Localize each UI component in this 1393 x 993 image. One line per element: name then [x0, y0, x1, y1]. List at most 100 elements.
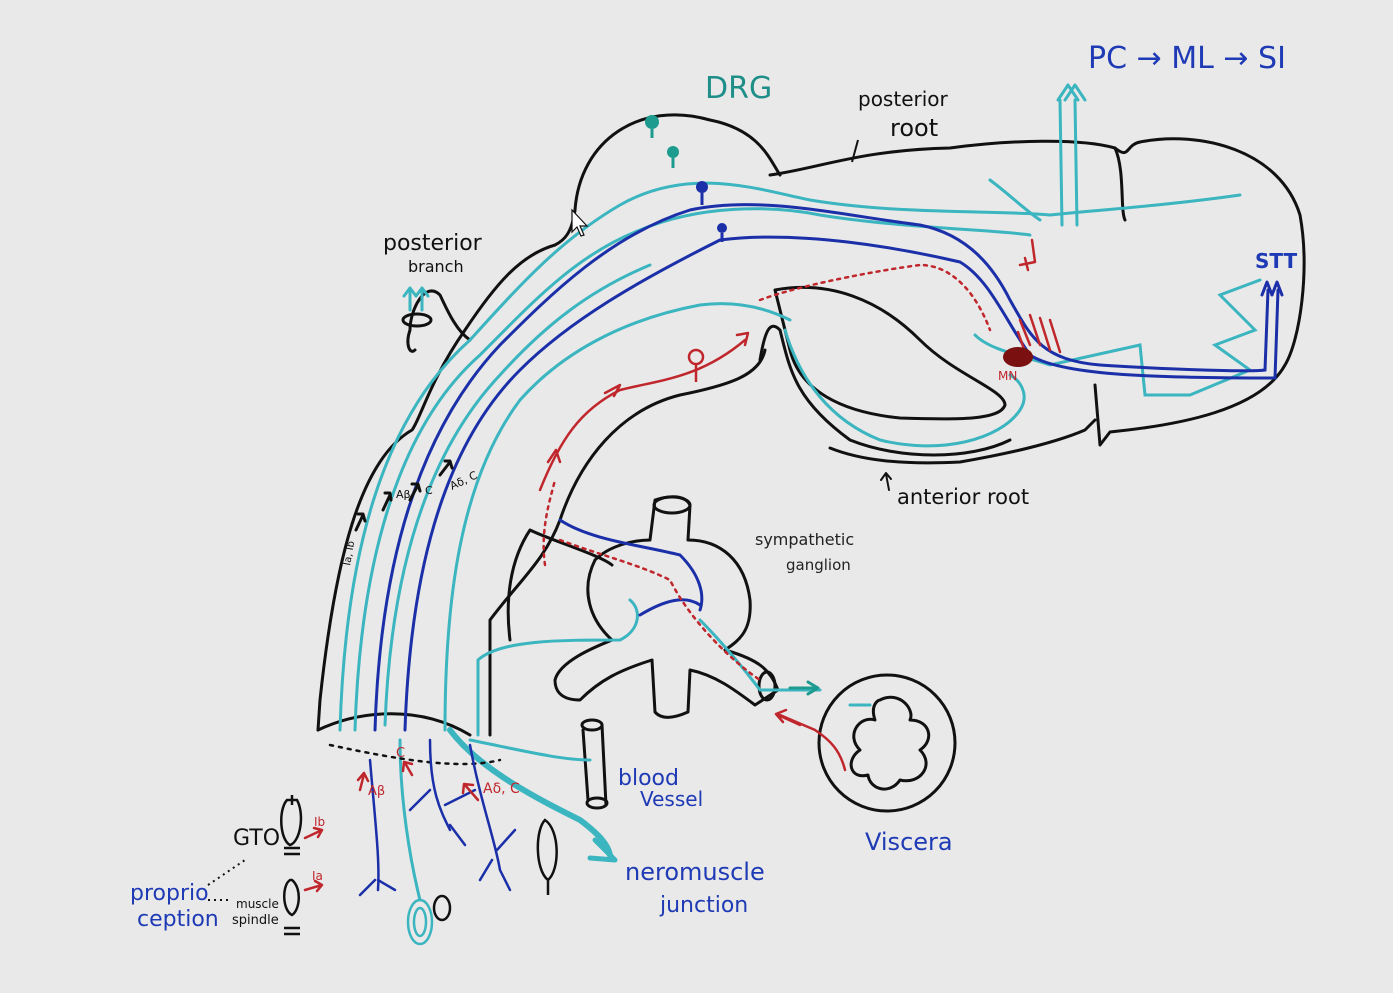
adc-bottom-arrow: [461, 782, 480, 802]
label-gto: GTO: [233, 826, 280, 851]
nmj-arrow-head: [587, 837, 618, 863]
blood-vessel-outline: [581, 723, 608, 807]
spinal-cord-outline: [768, 137, 1306, 465]
label-c-top: C: [425, 484, 433, 497]
posterior-branch-arrows: [402, 286, 430, 312]
drg-outline: [573, 113, 782, 212]
label-viscera: Viscera: [865, 828, 953, 856]
label-posterior-branch-2: branch: [408, 257, 464, 276]
cell-bodies: [645, 115, 1033, 382]
lower-loop-outline: [506, 528, 614, 642]
terminal-branch-3: [358, 758, 397, 897]
text-labels: PC → ML → SI DRG posterior root posterio…: [130, 41, 1298, 932]
red-dotted-top: [758, 263, 992, 332]
pacinian-inner: [412, 906, 428, 938]
teal-ganglion-fiber: [476, 598, 639, 737]
ia-arrow: [303, 879, 324, 893]
red-arrow-small-2: [546, 448, 562, 464]
label-nmj-1: neromuscle: [625, 858, 765, 886]
anterior-root-outline: [773, 285, 1007, 421]
label-ia: Ia: [312, 869, 323, 883]
label-posterior-root-2: root: [890, 114, 938, 142]
viscera-outline: [817, 673, 957, 813]
ia-ib-arrow-up: [354, 512, 367, 532]
blue-sympathetic-fiber: [558, 518, 704, 612]
label-blood-2: Vessel: [640, 787, 703, 811]
ab-bottom-arrow: [356, 771, 370, 792]
arrows: [303, 83, 1284, 893]
label-ab-bottom: Aβ: [368, 784, 385, 799]
pc-arrow-head: [1056, 83, 1087, 102]
abeta-arrow-up: [381, 491, 393, 512]
teal-fiber-2: [353, 207, 1032, 732]
red-dotted-2: [558, 538, 762, 682]
red-pc-terminal: [1018, 238, 1037, 272]
posterior-root-pointer: [851, 139, 859, 163]
label-ib: Ib: [314, 815, 325, 829]
muscle-spindle-receptor: [283, 878, 300, 936]
teal-anterior-fiber: [783, 328, 1026, 448]
drg-cell-teal-2: [667, 146, 679, 158]
drg-cell-red: [687, 348, 705, 366]
label-anterior-root: anterior root: [897, 485, 1029, 509]
sympathetic-ganglion-top: [652, 495, 692, 515]
c-arrow-up: [408, 482, 422, 502]
meissner-corpuscle: [432, 894, 452, 922]
teal-fiber-3: [383, 263, 652, 727]
terminal-branch-2: [468, 743, 517, 892]
anterior-root-path: [758, 324, 1012, 457]
label-stt: STT: [1255, 249, 1298, 273]
nerve-outer-contour: [316, 208, 577, 732]
label-ab-top: Aβ: [396, 488, 411, 501]
nerve-terminals: [358, 738, 517, 897]
label-nmj-2: junction: [659, 893, 748, 918]
label-ception: ception: [137, 907, 219, 932]
drg-cell-teal-1: [645, 115, 659, 129]
teal-fiber-1: [338, 181, 1052, 732]
label-proprio: proprio: [130, 881, 209, 906]
red-efferent-1: [538, 338, 747, 492]
label-spindle: spindle: [232, 913, 279, 928]
teal-fiber-top-branch: [988, 178, 1242, 222]
blood-vessel-top: [580, 718, 604, 732]
spinal-cord-midline: [1113, 146, 1127, 222]
label-sympathetic-2: ganglion: [786, 556, 851, 574]
teal-bv-fiber: [468, 738, 592, 762]
posterior-branch-outline: [406, 289, 472, 353]
sympathetic-ganglion-outline: [553, 495, 780, 719]
gto-receptor: [280, 795, 303, 856]
anterior-root-pointer: [880, 472, 892, 491]
ib-arrow: [303, 826, 324, 840]
teal-skin-fiber: [398, 738, 422, 902]
terminal-branch-1: [408, 738, 477, 847]
red-fibers: [328, 238, 1062, 772]
blood-vessel-bottom: [585, 796, 609, 810]
label-posterior-root-1: posterior: [858, 87, 949, 111]
teal-viscera-fiber: [778, 688, 872, 707]
label-blood-1: blood: [618, 766, 679, 791]
label-pathway-top: PC → ML → SI: [1088, 41, 1286, 76]
adc-arrow-up: [438, 459, 454, 477]
label-mn: MN: [998, 369, 1017, 383]
label-muscle: muscle: [236, 897, 279, 911]
viscera-teal-arrow: [788, 680, 820, 696]
viscera-lumen: [849, 696, 931, 791]
teal-fibers: [338, 98, 1262, 902]
drg-cell-navy-2: [717, 223, 727, 233]
red-dotted-bottom: [328, 743, 502, 766]
label-ia-ib-top: Ia, Ib: [342, 540, 357, 566]
pacinian-corpuscle: [406, 898, 434, 946]
label-posterior-branch-1: posterior: [383, 231, 483, 256]
blue-fiber-abeta: [373, 203, 1270, 732]
trunk-ring: [757, 670, 777, 702]
red-efferent-arrow: [735, 331, 750, 347]
teal-ascending-pc: [1058, 98, 1079, 227]
teal-lower-fiber: [443, 302, 792, 732]
label-adc-bottom: Aδ, C: [483, 781, 520, 797]
red-dotted-1: [542, 478, 557, 567]
posterior-branch-ring: [401, 312, 433, 328]
proprio-dots: [207, 859, 246, 901]
receptors: [280, 795, 558, 946]
